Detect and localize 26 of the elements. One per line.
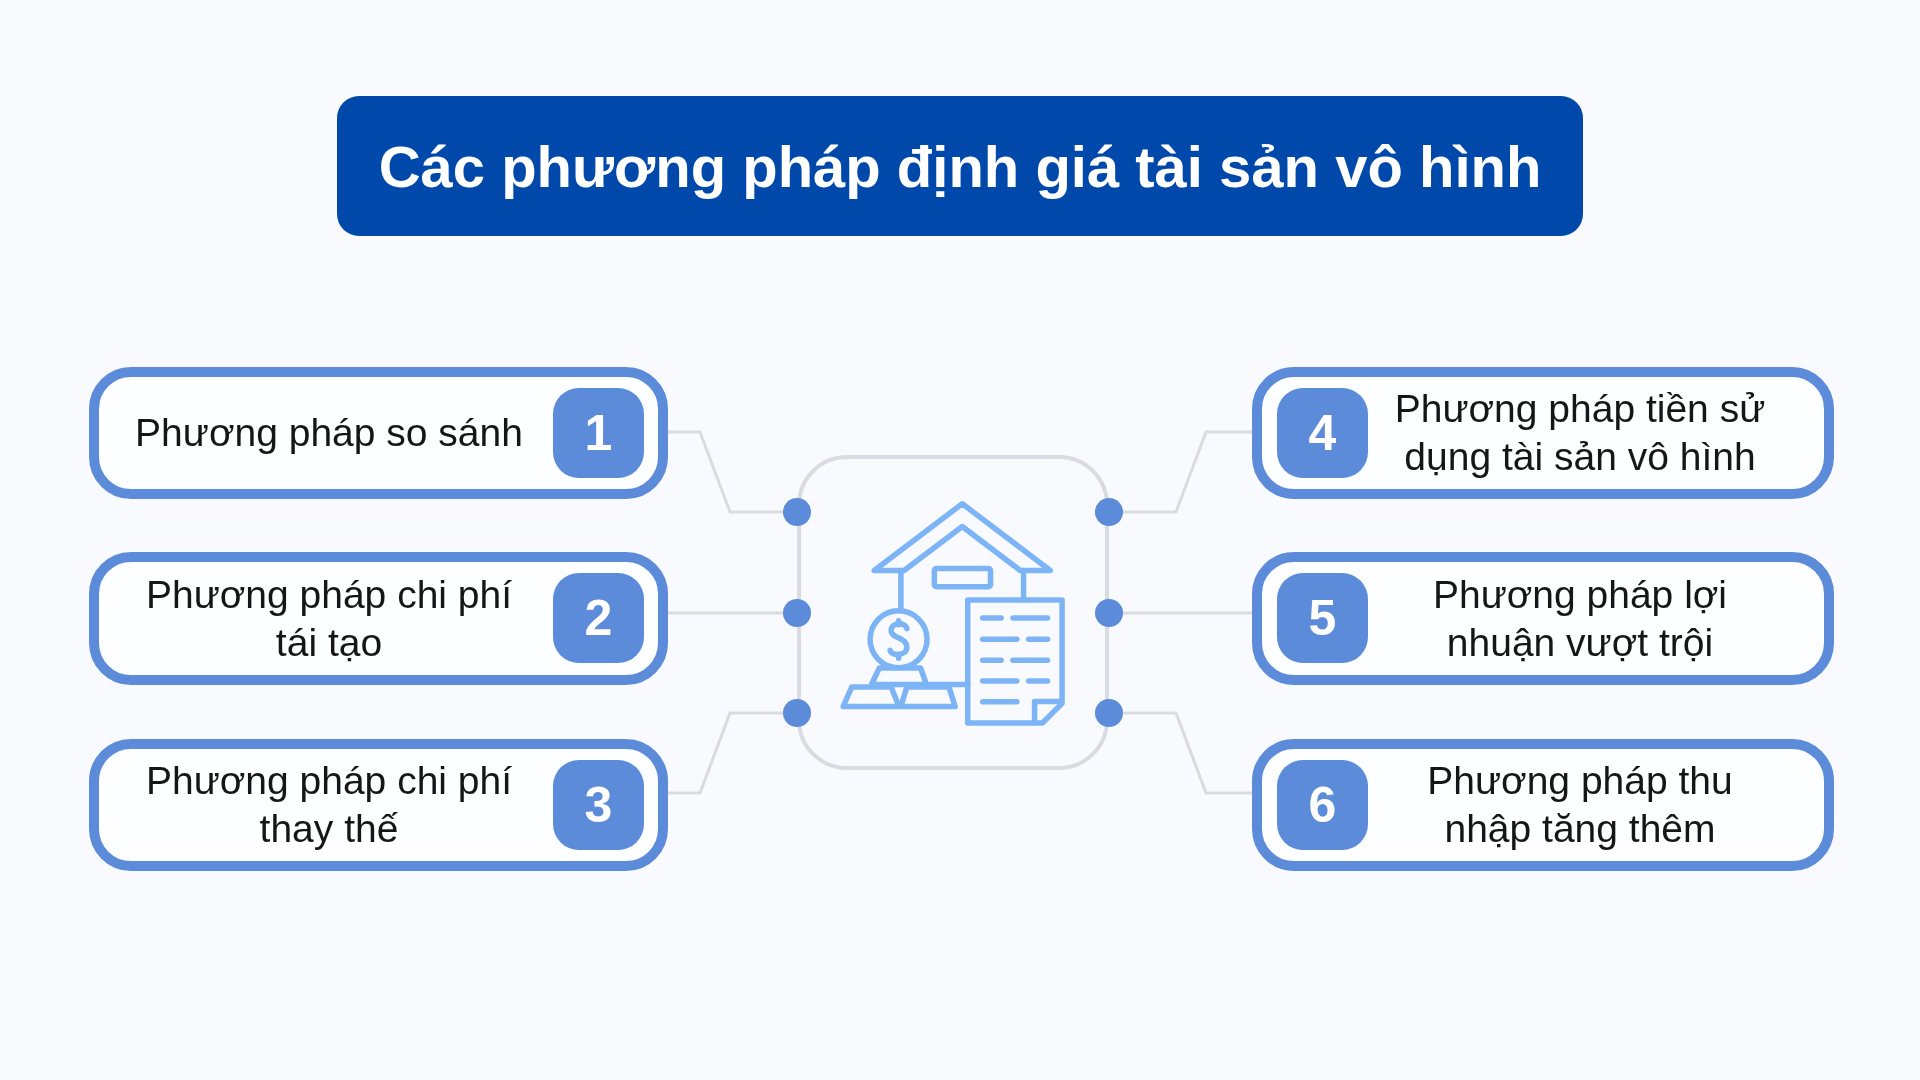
connector-line	[1095, 699, 1252, 795]
title-banner: Các phương pháp định giá tài sản vô hình	[337, 96, 1583, 236]
number-badge: 2	[553, 573, 644, 663]
method-label: Phương pháp chi phí tái tạo	[144, 571, 514, 666]
number-badge: 6	[1277, 760, 1368, 850]
connector-line	[1095, 599, 1252, 627]
connector-line	[668, 699, 811, 795]
method-box	[89, 367, 668, 499]
method-label: Phương pháp tiền sử dụng tài sản vô hình	[1393, 386, 1767, 480]
method-box	[1252, 739, 1834, 871]
method-label: Phương pháp so sánh	[135, 410, 523, 456]
number-badge: 1	[553, 388, 644, 478]
method-box	[1252, 552, 1834, 685]
method-box	[89, 552, 668, 685]
hub-frame	[797, 455, 1109, 770]
method-box	[1252, 367, 1834, 499]
method-label: Phương pháp thu nhập tăng thêm	[1426, 758, 1734, 852]
number-badge: 4	[1277, 388, 1368, 478]
connector-line	[1095, 430, 1252, 526]
number-badge: 3	[553, 760, 644, 850]
method-box	[89, 739, 668, 871]
connector-line	[668, 599, 811, 627]
method-label: Phương pháp chi phí thay thế	[144, 758, 514, 852]
method-label: Phương pháp lợi nhuận vượt trội	[1431, 571, 1729, 666]
connector-line	[668, 430, 811, 526]
number-badge: 5	[1277, 573, 1368, 663]
